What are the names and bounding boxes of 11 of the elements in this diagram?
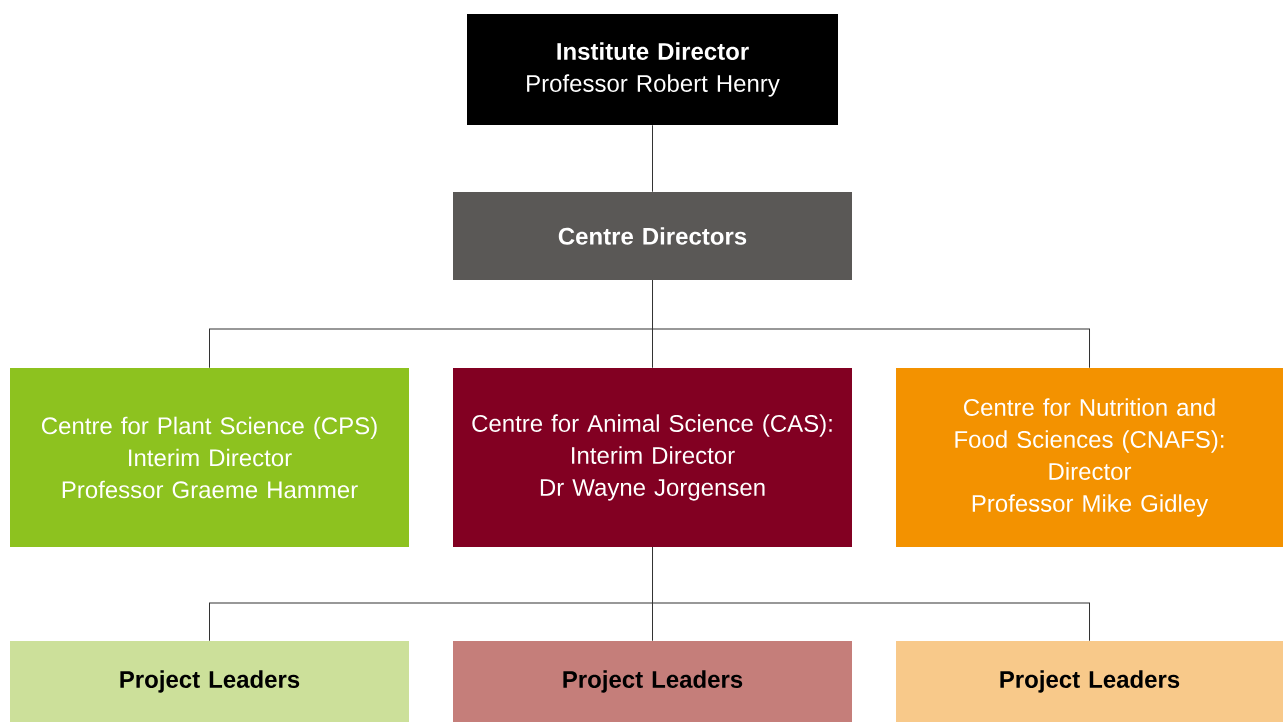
connector-line — [652, 546, 1090, 642]
org-box: Project Leaders — [10, 641, 409, 722]
org-box: Project Leaders — [896, 641, 1283, 722]
org-box: Centre for Animal Science (CAS): Interim Director Dr Wayne Jorgensen — [453, 368, 852, 547]
connector-line — [652, 124, 653, 193]
org-box: Centre for Plant Science (CPS) Interim Director Professor Graeme Hammer — [10, 368, 409, 547]
org-box: Centre Directors — [453, 192, 852, 280]
org-box: Institute Director Professor Robert Henry — [467, 14, 838, 125]
org-box: Centre for Nutrition and Food Sciences (CNAFS): Director Professor Mike Gidley — [896, 368, 1283, 547]
connector-line — [652, 279, 1090, 369]
org-box: Project Leaders — [453, 641, 852, 722]
